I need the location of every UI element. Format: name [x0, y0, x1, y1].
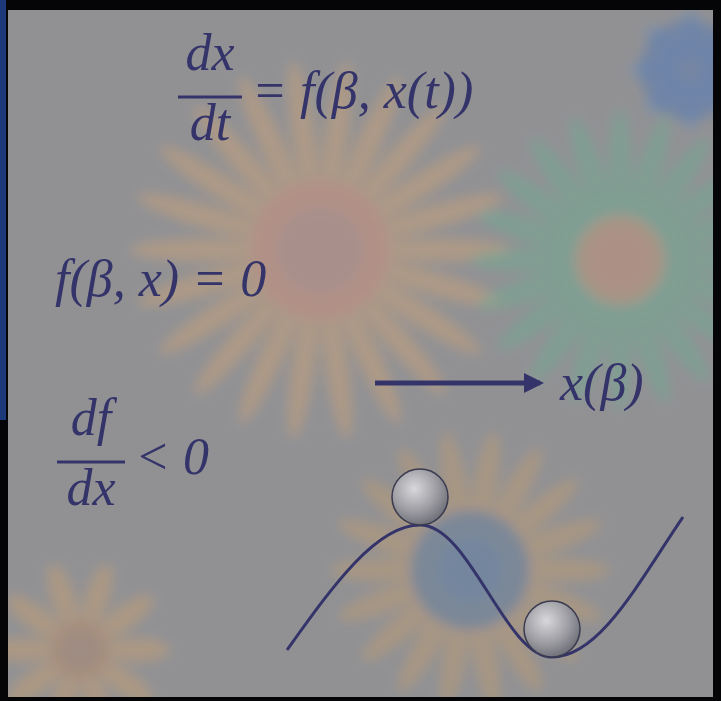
math-label: dt: [190, 97, 230, 149]
math-label: dx: [66, 462, 115, 514]
ball: [524, 601, 580, 657]
math-label: f(β, x) = 0: [55, 253, 266, 305]
ball: [392, 469, 448, 525]
overlay: [8, 10, 713, 697]
potential-curve: [287, 517, 683, 657]
math-label: x(β): [560, 357, 644, 409]
math-label: = f(β, x(t)): [252, 65, 473, 117]
math-label: < 0: [135, 431, 209, 483]
math-label: df: [71, 392, 111, 444]
frame-edge: [0, 0, 6, 420]
arrow: [375, 381, 540, 386]
math-label: dx: [185, 27, 234, 79]
background: [8, 10, 713, 697]
